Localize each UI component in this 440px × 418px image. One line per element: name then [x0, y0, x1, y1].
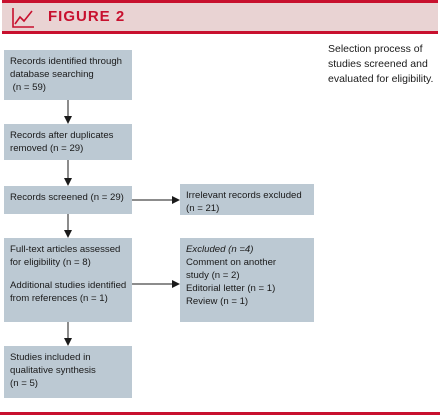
box-text-line: (n = 59): [10, 82, 46, 93]
box-text-line: database searching: [10, 69, 94, 80]
line-chart-icon: [12, 8, 34, 28]
figure-caption: Selection process of studies screened an…: [328, 43, 434, 85]
box-spacer: [10, 269, 126, 279]
box-text-line: removed (n = 29): [10, 143, 84, 154]
box-text-line: Studies included in: [10, 352, 91, 363]
box-text-line: Review (n = 1): [186, 296, 249, 307]
records-screened-box: Records screened (n = 29): [4, 186, 132, 214]
box-text-line: Full-text articles assessed: [10, 244, 121, 255]
box-text-line: Additional studies identified: [10, 280, 127, 291]
figure-title: FIGURE 2: [48, 8, 126, 25]
box-text-line: Records identified through: [10, 56, 122, 67]
figure-header: FIGURE 2: [2, 0, 438, 34]
records-identified-box: Records identified through database sear…: [4, 50, 132, 100]
box-text-line: Comment on another: [186, 257, 277, 268]
box-text-line: Records after duplicates: [10, 130, 114, 141]
full-text-assessed-box: Full-text articles assessed for eligibil…: [4, 238, 132, 322]
box-text-line: (n = 21): [186, 203, 220, 214]
box-text-line: qualitative synthesis: [10, 365, 96, 376]
box-text-line: for eligibility (n = 8): [10, 257, 91, 268]
records-after-duplicates-box: Records after duplicates removed (n = 29…: [4, 124, 132, 160]
box-text-line: (n = 5): [10, 378, 38, 389]
box-text-line: Records screened (n = 29): [10, 192, 124, 203]
box-text-line: study (n = 2): [186, 270, 240, 281]
bottom-rule: [0, 412, 440, 415]
irrelevant-excluded-box: Irrelevant records excluded (n = 21): [180, 184, 314, 215]
box-text-line: from references (n = 1): [10, 293, 108, 304]
studies-included-box: Studies included in qualitative synthesi…: [4, 346, 132, 398]
box-text-line: Editorial letter (n = 1): [186, 283, 276, 294]
box-text-line: Irrelevant records excluded: [186, 190, 302, 201]
excluded-box: Excluded (n =4) Comment on another study…: [180, 238, 314, 322]
excluded-heading: Excluded (n =4): [186, 244, 254, 255]
